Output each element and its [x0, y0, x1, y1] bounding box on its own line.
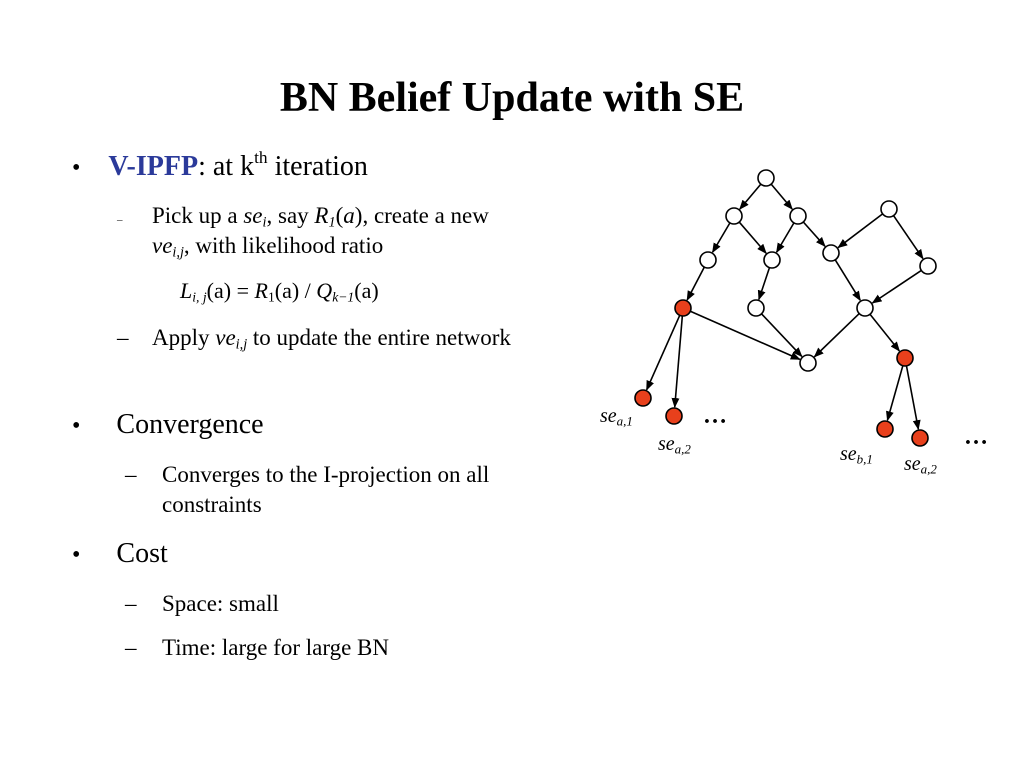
evidence-node-o [665, 407, 683, 425]
label-se-a2: sea,2 [658, 433, 691, 457]
network-node-f [763, 251, 781, 269]
network-node-l [799, 354, 817, 372]
evidence-node-i [674, 299, 692, 317]
pick-line-2: vei,j, with likelihood ratio [152, 233, 384, 261]
sub-dash: – [117, 214, 123, 226]
edge-k-l [813, 312, 860, 358]
evidence-node-q [911, 429, 929, 447]
network-node-d [880, 200, 898, 218]
edge-b-e [711, 222, 731, 254]
edge-b-f [738, 221, 767, 254]
convergence-line-2: constraints [162, 492, 262, 517]
convergence-heading: Convergence [116, 409, 264, 440]
vipfp-bullet: • V-IPFP: at kth iteration [72, 147, 368, 182]
network-node-c [789, 207, 807, 225]
cost-heading: Cost [116, 538, 168, 569]
apply-dash: – [117, 325, 129, 350]
bullet-dot: • [72, 155, 81, 181]
edge-top-b [739, 183, 762, 210]
ellipsis-left: … [703, 403, 727, 429]
edge-g-k [834, 259, 861, 302]
likelihood-formula: Li, j(a) = R1(a) / Qk−1(a) [180, 278, 379, 305]
edge-h-k [871, 269, 922, 304]
cost-dash-2: – [125, 635, 137, 660]
cost-dash-1: – [125, 591, 137, 616]
bullet-dot: • [72, 413, 81, 439]
edge-d-g [837, 213, 884, 249]
edge-top-c [770, 183, 793, 210]
edge-m-p [886, 365, 904, 422]
label-se-a2-right: sea,2 [904, 453, 937, 477]
evidence-node-n [634, 389, 652, 407]
edge-i-o [671, 315, 684, 409]
convergence-line-1: Converges to the I-projection on all [162, 462, 490, 487]
network-node-b [725, 207, 743, 225]
network-node-h [919, 257, 937, 275]
convergence-dash: – [125, 462, 137, 487]
cost-bullet: • Cost [72, 537, 168, 572]
edge-i-n [645, 314, 681, 391]
edge-j-l [760, 313, 803, 358]
pick-subbullet: – [117, 201, 123, 235]
network-node-k [856, 299, 874, 317]
evidence-node-p [876, 420, 894, 438]
label-se-b1: seb,1 [840, 443, 873, 467]
edge-d-h [892, 215, 924, 260]
edge-c-g [802, 221, 826, 248]
network-nodes [634, 169, 937, 447]
pick-line-1: Pick up a sei, say R1(a), create a new [152, 203, 489, 231]
network-node-e [699, 251, 717, 269]
edge-e-i [686, 266, 706, 301]
vipfp-keyword: V-IPFP [108, 151, 199, 182]
network-edges [645, 183, 924, 431]
network-node-top [757, 169, 775, 187]
edge-c-f [775, 222, 795, 254]
edge-k-m [869, 313, 901, 352]
network-node-j [747, 299, 765, 317]
apply-line: Apply vei,j to update the entire network [152, 325, 511, 353]
edge-m-q [905, 365, 921, 431]
cost-item-space: Space: small [162, 591, 279, 616]
evidence-node-m [896, 349, 914, 367]
cost-item-time: Time: large for large BN [162, 635, 389, 660]
network-node-g [822, 244, 840, 262]
label-se-a1: sea,1 [600, 405, 633, 429]
ellipsis-right: … [964, 424, 988, 450]
slide-title: BN Belief Update with SE [279, 75, 745, 121]
convergence-bullet: • Convergence [72, 408, 264, 443]
edge-i-l [690, 310, 801, 361]
bullet-dot: • [72, 542, 81, 568]
edge-f-j [757, 267, 771, 301]
